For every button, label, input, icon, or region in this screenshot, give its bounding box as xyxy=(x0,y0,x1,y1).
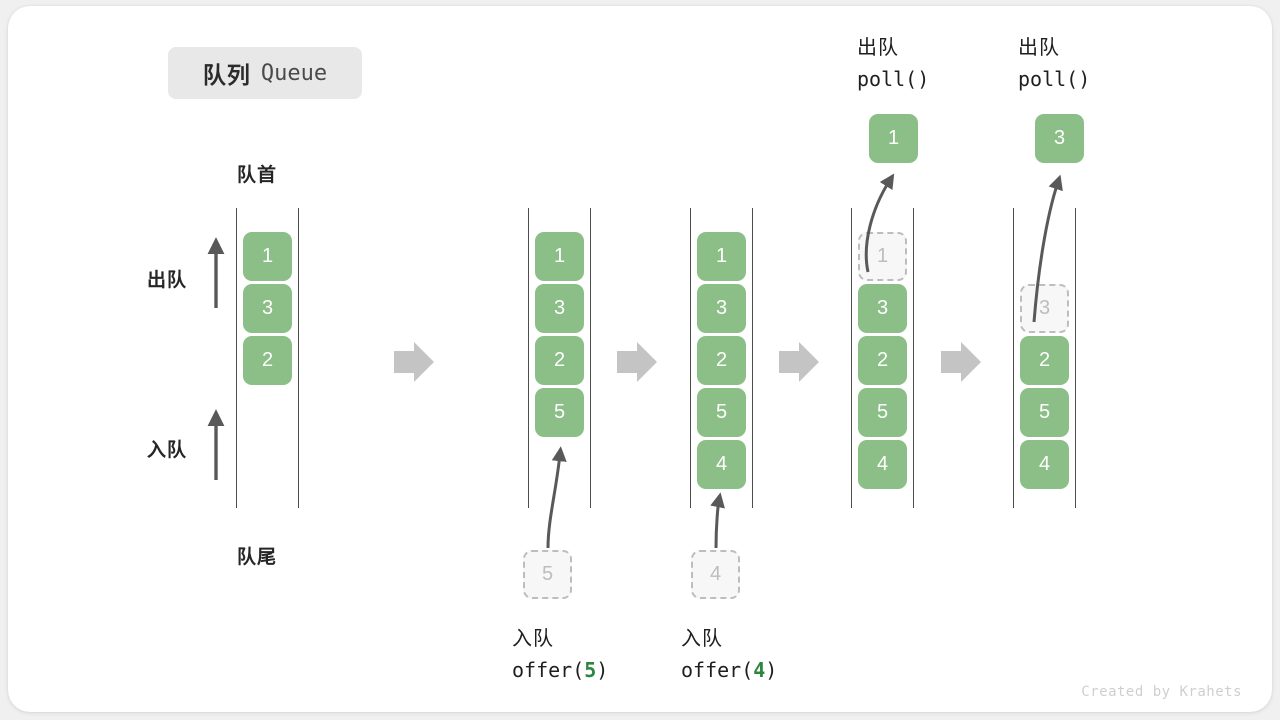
dequeue-direction-label: 出队 xyxy=(147,270,188,291)
transition-arrow-step-1 xyxy=(394,342,434,382)
queue-rail-left xyxy=(1013,208,1014,508)
caption-offer-5-code-suffix: ) xyxy=(596,658,609,682)
queue-rail-right xyxy=(298,208,299,508)
queue-cell: 4 xyxy=(858,440,907,489)
pending-enqueue-cell: 4 xyxy=(691,550,740,599)
queue-cell: 1 xyxy=(243,232,292,281)
queue-rail-left xyxy=(528,208,529,508)
queue-cell: 3 xyxy=(243,284,292,333)
queue-cell: 3 xyxy=(697,284,746,333)
title-label-en: Queue xyxy=(260,60,328,86)
caption-offer-4-cn: 入队 xyxy=(681,628,723,650)
queue-rail-left xyxy=(851,208,852,508)
queue-head-label: 队首 xyxy=(237,165,278,186)
popped-cell: 3 xyxy=(1035,114,1084,163)
caption-poll-1-code: poll() xyxy=(857,67,930,91)
caption-offer-5-code-prefix: offer( xyxy=(512,658,585,682)
caption-offer-5-code: offer(5) xyxy=(512,658,608,682)
queue-tail-label: 队尾 xyxy=(237,547,278,568)
queue-cell: 5 xyxy=(858,388,907,437)
queue-rail-right xyxy=(1075,208,1076,508)
queue-panel-initial: 1 3 2 xyxy=(236,208,300,508)
queue-cell: 3 xyxy=(535,284,584,333)
queue-rail-left xyxy=(690,208,691,508)
transition-arrow-step-3 xyxy=(779,342,819,382)
caption-offer-4-code-prefix: offer( xyxy=(681,658,754,682)
transition-arrow-step-4 xyxy=(941,342,981,382)
queue-panel-poll-1: 1 3 2 5 4 xyxy=(851,208,915,508)
enqueue-direction-label: 入队 xyxy=(147,440,188,461)
title-label-cn: 队列 xyxy=(202,62,251,88)
queue-rail-right xyxy=(913,208,914,508)
queue-cell: 2 xyxy=(858,336,907,385)
caption-offer-4-code: offer(4) xyxy=(681,658,777,682)
queue-panel-after-offer-5: 1 3 2 5 xyxy=(528,208,592,508)
queue-cell: 4 xyxy=(1020,440,1069,489)
queue-cell: 5 xyxy=(697,388,746,437)
caption-offer-5-code-arg: 5 xyxy=(584,658,597,682)
queue-rail-left xyxy=(236,208,237,508)
queue-rail-right xyxy=(752,208,753,508)
queue-panel-poll-3: 3 2 5 4 xyxy=(1013,208,1077,508)
queue-cell: 5 xyxy=(535,388,584,437)
queue-rail-right xyxy=(590,208,591,508)
queue-cell: 2 xyxy=(243,336,292,385)
queue-cell: 2 xyxy=(1020,336,1069,385)
caption-offer-4-code-arg: 4 xyxy=(753,658,766,682)
title-badge: 队列 Queue xyxy=(168,47,362,99)
queue-cell: 1 xyxy=(535,232,584,281)
queue-cell: 1 xyxy=(697,232,746,281)
popped-cell: 1 xyxy=(869,114,918,163)
queue-cell: 3 xyxy=(858,284,907,333)
queue-cell-removed: 1 xyxy=(858,232,907,281)
queue-cell: 5 xyxy=(1020,388,1069,437)
watermark-credit: Created by Krahets xyxy=(1081,684,1242,700)
caption-poll-3-code: poll() xyxy=(1018,67,1091,91)
queue-panel-after-offer-4: 1 3 2 5 4 xyxy=(690,208,754,508)
caption-offer-4-code-suffix: ) xyxy=(765,658,778,682)
caption-poll-3-cn: 出队 xyxy=(1018,37,1060,59)
queue-cell: 4 xyxy=(697,440,746,489)
transition-arrow-step-2 xyxy=(617,342,657,382)
pending-enqueue-cell: 5 xyxy=(523,550,572,599)
queue-cell-removed: 3 xyxy=(1020,284,1069,333)
caption-offer-5-cn: 入队 xyxy=(512,628,554,650)
caption-poll-1-cn: 出队 xyxy=(857,37,899,59)
queue-cell: 2 xyxy=(697,336,746,385)
queue-cell: 2 xyxy=(535,336,584,385)
